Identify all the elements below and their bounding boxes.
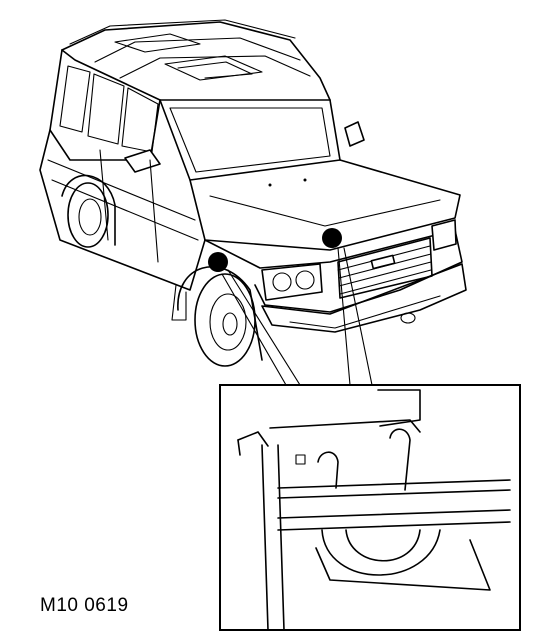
- leader-line: [221, 273, 287, 386]
- callout-dot-bonnet: [322, 228, 342, 248]
- callout-markers: [208, 228, 373, 386]
- leader-line: [343, 247, 373, 386]
- detail-inset: [219, 384, 521, 631]
- figure-reference-code: M10 0619: [40, 595, 129, 616]
- callout-dot-wing: [208, 252, 228, 272]
- vehicle-body: [39, 19, 467, 367]
- leader-line: [227, 269, 301, 386]
- leader-line: [337, 247, 351, 386]
